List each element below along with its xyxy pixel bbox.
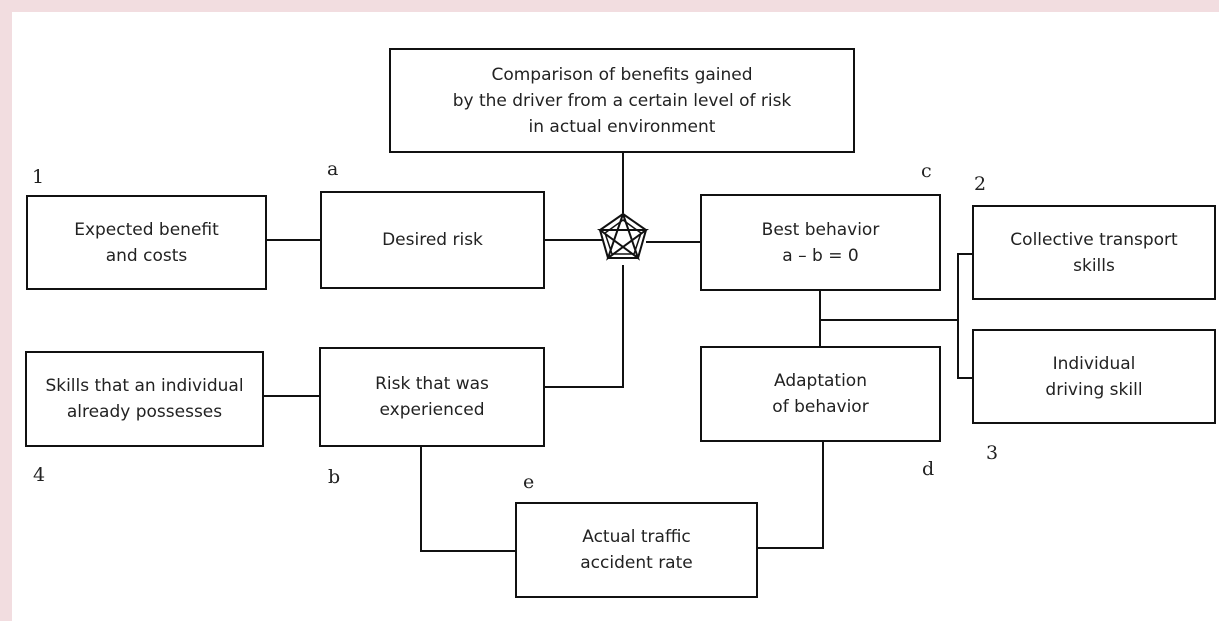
skills-possessed-box: Skills that an individual already posses… <box>25 351 264 447</box>
expected-line-1: Expected benefit <box>74 219 219 240</box>
collective-skills-box: Collective transport skills <box>972 205 1216 300</box>
label-4: 4 <box>33 464 46 486</box>
connector-symbol-experienced <box>544 265 624 388</box>
accident-line-1: Actual traffic <box>582 527 691 547</box>
comparison-line-3: in actual environment <box>528 116 716 137</box>
label-e: e <box>523 471 535 493</box>
connector-experienced-accident <box>420 446 516 552</box>
comparison-line-1: Comparison of benefits gained <box>491 64 753 85</box>
adaptation-box: Adaptation of behavior <box>700 346 941 442</box>
connector-adaptation-accident <box>757 441 824 549</box>
label-b: b <box>328 466 341 488</box>
label-a: a <box>327 158 339 180</box>
label-1: 1 <box>32 166 45 188</box>
collective-line-1: Collective transport <box>1010 229 1178 250</box>
desired-risk-box: Desired risk <box>320 191 545 289</box>
label-2: 2 <box>974 173 987 195</box>
pentagram-icon <box>596 210 650 261</box>
accident-rate-box: Actual traffic accident rate <box>515 502 758 598</box>
label-c: c <box>921 160 932 182</box>
best-behavior-box: Best behavior a – b = 0 <box>700 194 941 291</box>
experienced-risk-box: Risk that was experienced <box>319 347 545 447</box>
best-line-1: Best behavior <box>761 219 880 240</box>
label-d: d <box>922 458 935 480</box>
accident-line-2: accident rate <box>580 553 693 573</box>
experienced-line-1: Risk that was <box>375 374 489 394</box>
expected-line-2: and costs <box>105 245 188 266</box>
adaptation-line-1: Adaptation <box>774 371 867 391</box>
collective-line-2: skills <box>1073 255 1115 276</box>
skills-line-1: Skills that an individual <box>45 376 244 396</box>
best-line-2: a – b = 0 <box>782 245 859 266</box>
comparison-line-2: by the driver from a certain level of ri… <box>452 90 792 111</box>
comparison-box: Comparison of benefits gained by the dri… <box>389 48 855 153</box>
experienced-line-2: experienced <box>379 400 485 420</box>
adaptation-line-2: of behavior <box>772 397 869 417</box>
individual-line-2: driving skill <box>1045 379 1143 400</box>
desired-line-1: Desired risk <box>382 230 483 250</box>
connector-bracket <box>957 253 972 379</box>
expected-benefit-box: Expected benefit and costs <box>26 195 267 290</box>
individual-line-1: Individual <box>1052 353 1136 374</box>
skills-line-2: already possesses <box>66 402 223 422</box>
individual-skill-box: Individual driving skill <box>972 329 1216 424</box>
label-3: 3 <box>986 442 999 464</box>
